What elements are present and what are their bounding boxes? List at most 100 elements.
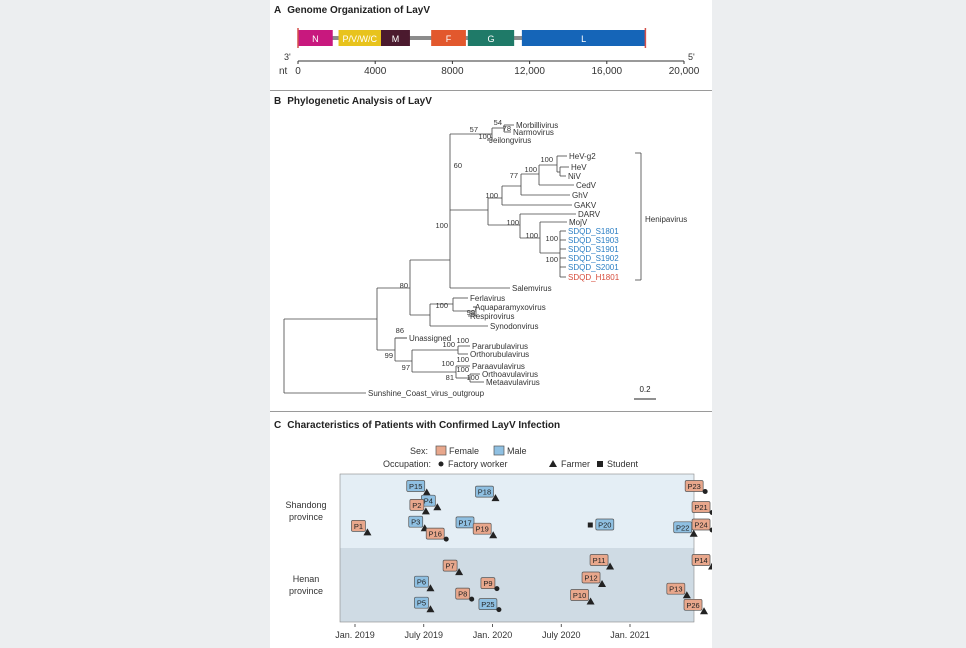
taxon-label: Synodonvirus — [490, 322, 538, 331]
taxon-label: Narmovirus — [513, 128, 554, 137]
legend-female-swatch — [435, 445, 447, 456]
bootstrap-value: 77 — [510, 171, 518, 180]
farmer-marker — [455, 568, 464, 576]
gene-label: M — [392, 34, 400, 44]
patient-box — [455, 516, 475, 529]
patient-box — [683, 598, 703, 611]
timeline-axis-tick-label: Jan. 2019 — [335, 630, 375, 640]
bootstrap-value: 100 — [441, 359, 454, 368]
taxon-label: MojV — [569, 218, 588, 227]
row-label-line2: province — [289, 586, 323, 596]
factory-worker-marker — [469, 596, 475, 602]
timeline-axis-tick-label: Jan. 2020 — [473, 630, 513, 640]
bootstrap-value: 60 — [454, 161, 462, 170]
taxon-label: DARV — [578, 210, 601, 219]
gene-label: P/V/W/C — [343, 34, 378, 44]
end-3prime-label: 3' — [284, 52, 291, 62]
legend-farmer-label: Farmer — [561, 459, 590, 469]
bootstrap-value: 57 — [470, 125, 478, 134]
patient-box — [475, 485, 494, 498]
patient-id-label: P18 — [478, 488, 491, 497]
patient-box — [414, 596, 429, 609]
farmer-marker — [682, 591, 691, 599]
scale-bar-label: 0.2 — [639, 385, 651, 394]
farmer-marker — [422, 488, 431, 496]
timeline-axis-tick-label: Jan. 2021 — [610, 630, 650, 640]
legend-student-label: Student — [607, 459, 639, 469]
genome-axis-tick-label: 4000 — [364, 66, 387, 77]
divider-a-b — [270, 90, 712, 91]
patient-id-label: P25 — [481, 600, 494, 609]
farmer-marker — [598, 580, 607, 587]
bootstrap-value: 78 — [503, 124, 511, 133]
factory-worker-marker — [496, 607, 502, 613]
farmer-marker — [421, 507, 430, 515]
taxon-label: Jeilongvirus — [489, 136, 531, 145]
patient-id-label: P4 — [424, 497, 433, 506]
end-5prime-label: 5' — [688, 52, 695, 62]
patient-box — [691, 501, 711, 513]
patient-id-label: P14 — [694, 556, 707, 565]
patient-box — [478, 598, 498, 610]
bootstrap-value: 54 — [494, 118, 502, 127]
patient-box — [691, 554, 711, 566]
bootstrap-value: 100 — [435, 221, 448, 230]
bootstrap-value: 100 — [456, 365, 469, 374]
taxon-label: Paraavulavirus — [472, 362, 525, 371]
legend-occupation-title: Occupation: — [383, 459, 431, 469]
taxon-label: SDQD_H1801 — [568, 273, 620, 282]
patient-box — [455, 587, 471, 600]
patient-id-label: P26 — [686, 601, 699, 610]
patient-id-label: P10 — [573, 591, 586, 600]
bootstrap-value: 86 — [396, 326, 404, 335]
farmer-marker — [708, 562, 712, 570]
row-band-henan — [340, 548, 694, 622]
legend-factory-marker — [438, 461, 444, 467]
patient-id-label: P20 — [598, 521, 611, 530]
patient-id-label: P22 — [676, 523, 689, 532]
gene-label: F — [446, 34, 452, 44]
patient-box — [406, 480, 426, 492]
legend-male-swatch — [493, 445, 505, 456]
patient-id-label: P9 — [483, 579, 492, 588]
patient-id-label: P7 — [446, 562, 455, 571]
patient-box — [425, 527, 445, 540]
patient-id-label: P17 — [458, 518, 471, 527]
bootstrap-value: 100 — [524, 165, 537, 174]
taxon-label: Pararubulavirus — [472, 342, 528, 351]
taxon-label: HeV-g2 — [569, 152, 596, 161]
taxon-label: SDQD_S1801 — [568, 227, 619, 236]
patient-id-label: P2 — [412, 501, 421, 510]
patient-box — [684, 480, 704, 492]
factory-worker-marker — [494, 586, 500, 592]
farmer-marker — [489, 531, 498, 539]
bootstrap-value: 100 — [545, 234, 558, 243]
legend-female-label: Female — [449, 446, 479, 456]
gene-label: L — [581, 34, 586, 44]
factory-worker-marker — [443, 536, 449, 542]
gene-block — [380, 30, 410, 46]
farmer-marker — [606, 562, 615, 570]
gene-block — [467, 30, 515, 46]
farmer-marker — [491, 494, 500, 502]
taxon-label: Unassigned — [409, 334, 451, 343]
taxon-label: Aquaparamyxovirus — [475, 303, 546, 312]
factory-worker-marker — [709, 510, 712, 515]
divider-b-c — [270, 411, 712, 412]
patient-box — [673, 521, 693, 534]
bootstrap-value: 100 — [435, 301, 448, 310]
taxon-label: Metaavulavirus — [486, 378, 540, 387]
bootstrap-value: 100 — [525, 231, 538, 240]
taxon-label: Sunshine_Coast_virus_outgroup — [368, 389, 485, 398]
gene-block — [298, 30, 333, 46]
gene-label: N — [312, 34, 319, 44]
factory-worker-marker — [709, 527, 712, 533]
taxon-label: SDQD_S1902 — [568, 254, 619, 263]
taxon-label: Orthorubulavirus — [470, 350, 529, 359]
genome-axis-tick-label: 8000 — [441, 66, 464, 77]
panel-b-title-text: Phylogenetic Analysis of LayV — [287, 96, 432, 107]
